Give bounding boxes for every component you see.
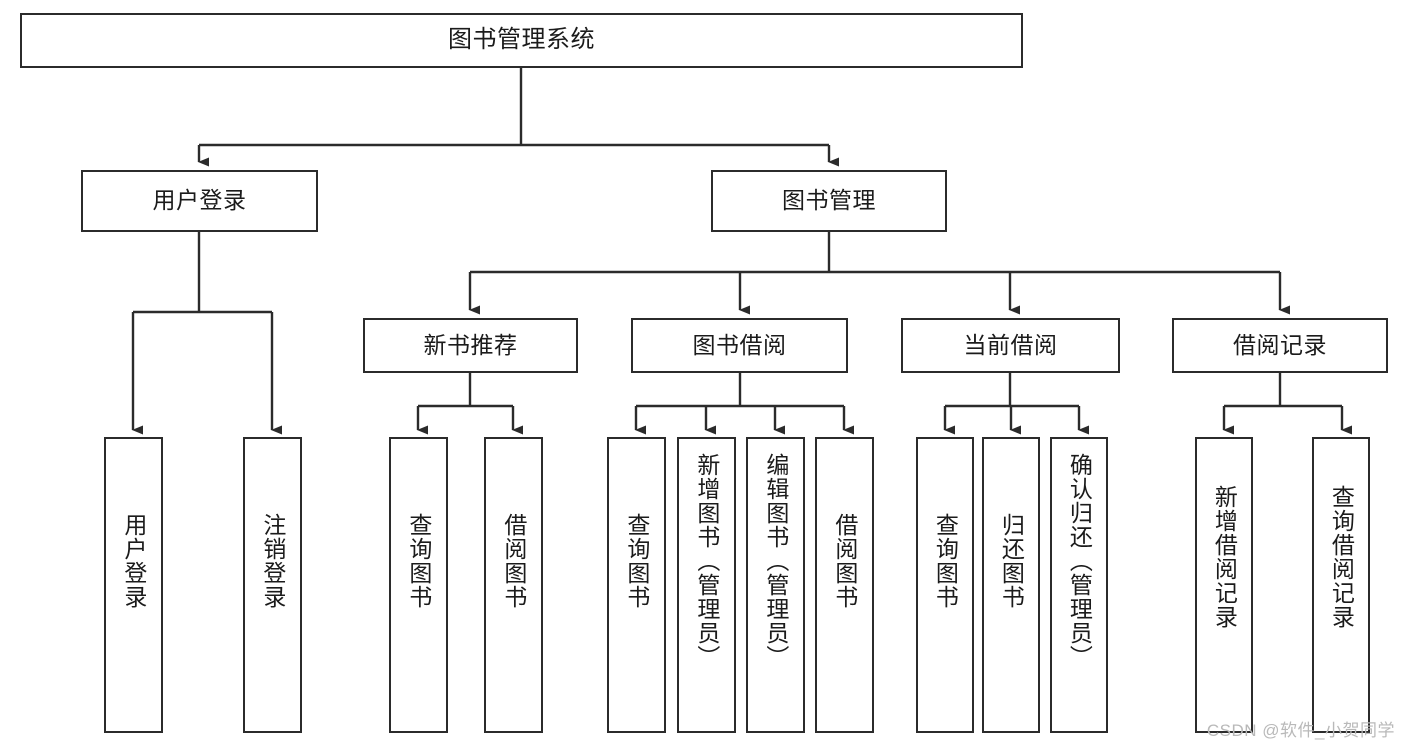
leaf-query-borrow-record-label: 查询借阅记录 (1328, 485, 1355, 629)
node-book-borrow[interactable]: 图书借阅 (631, 318, 848, 373)
node-user-login[interactable]: 用户登录 (81, 170, 318, 232)
leaf-borrow-book-1-label: 借阅图书 (500, 513, 527, 609)
leaf-borrow-book-1[interactable]: 借阅图书 (484, 437, 543, 733)
leaf-query-book-2-label: 查询图书 (623, 513, 650, 609)
leaf-query-borrow-record[interactable]: 查询借阅记录 (1312, 437, 1370, 733)
leaf-query-book-1-label: 查询图书 (405, 513, 432, 609)
leaf-borrow-book-2[interactable]: 借阅图书 (815, 437, 874, 733)
node-new-book-recommend-label: 新书推荐 (423, 331, 518, 358)
leaf-query-book-2[interactable]: 查询图书 (607, 437, 666, 733)
leaf-query-book-1[interactable]: 查询图书 (389, 437, 448, 733)
leaf-confirm-return-admin-label: 确认归还（管理员） (1066, 453, 1093, 669)
node-current-borrow-label: 当前借阅 (963, 331, 1058, 358)
leaf-add-book-admin[interactable]: 新增图书（管理员） (677, 437, 736, 733)
leaf-edit-book-admin-label: 编辑图书（管理员） (762, 453, 789, 669)
leaf-query-book-3[interactable]: 查询图书 (916, 437, 974, 733)
leaf-logout-login[interactable]: 注销登录 (243, 437, 302, 733)
leaf-add-borrow-record-label: 新增借阅记录 (1211, 485, 1238, 629)
node-book-management[interactable]: 图书管理 (711, 170, 947, 232)
node-current-borrow[interactable]: 当前借阅 (901, 318, 1120, 373)
leaf-logout-login-label: 注销登录 (259, 513, 286, 609)
leaf-borrow-book-2-label: 借阅图书 (831, 513, 858, 609)
leaf-add-book-admin-label: 新增图书（管理员） (693, 453, 720, 669)
node-root-label: 图书管理系统 (448, 26, 595, 54)
node-borrow-record[interactable]: 借阅记录 (1172, 318, 1388, 373)
leaf-query-book-3-label: 查询图书 (932, 513, 959, 609)
node-root[interactable]: 图书管理系统 (20, 13, 1023, 68)
node-book-borrow-label: 图书借阅 (692, 331, 787, 358)
node-new-book-recommend[interactable]: 新书推荐 (363, 318, 578, 373)
node-borrow-record-label: 借阅记录 (1233, 331, 1327, 358)
watermark-text: CSDN @软件_小贺同学 (1206, 721, 1395, 740)
leaf-edit-book-admin[interactable]: 编辑图书（管理员） (746, 437, 805, 733)
leaf-return-book-label: 归还图书 (998, 513, 1025, 609)
leaf-user-login-label: 用户登录 (120, 513, 147, 609)
leaf-add-borrow-record[interactable]: 新增借阅记录 (1195, 437, 1253, 733)
leaf-confirm-return-admin[interactable]: 确认归还（管理员） (1050, 437, 1108, 733)
leaf-return-book[interactable]: 归还图书 (982, 437, 1040, 733)
leaf-user-login[interactable]: 用户登录 (104, 437, 163, 733)
node-book-management-label: 图书管理 (782, 187, 876, 214)
node-user-login-label: 用户登录 (152, 187, 247, 214)
